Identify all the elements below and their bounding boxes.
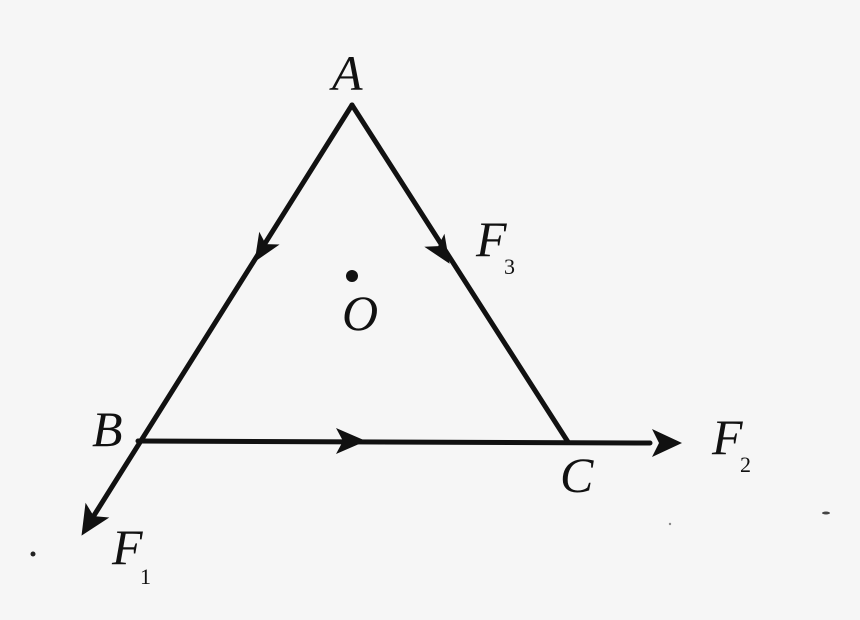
force-label-f3: F	[476, 211, 507, 267]
vertex-label-a: A	[332, 45, 363, 101]
force-label-f1: F	[112, 519, 143, 575]
arrowhead-f1-icon	[81, 502, 110, 536]
speck-dot	[30, 551, 36, 557]
arrowhead-bc-icon	[336, 428, 366, 454]
speck-dot	[668, 522, 672, 526]
side-ac-line	[349, 102, 571, 445]
force-subscript-f3: 3	[504, 254, 515, 279]
center-label-o: O	[342, 285, 379, 341]
vertex-label-b: B	[92, 401, 123, 457]
force-label-f2: F	[712, 409, 743, 465]
arrowhead-ab-icon	[254, 231, 280, 262]
force-subscript-f1: 1	[140, 564, 151, 589]
arrowhead-f2-icon	[652, 429, 682, 457]
center-point-dot	[346, 270, 358, 282]
arrowhead-ac-icon	[424, 233, 450, 264]
side-bc-line	[135, 438, 653, 446]
vertex-label-c: C	[560, 447, 594, 503]
force-subscript-f2: 2	[740, 452, 751, 477]
side-ab-line	[85, 102, 355, 528]
speck-dot	[822, 511, 830, 515]
